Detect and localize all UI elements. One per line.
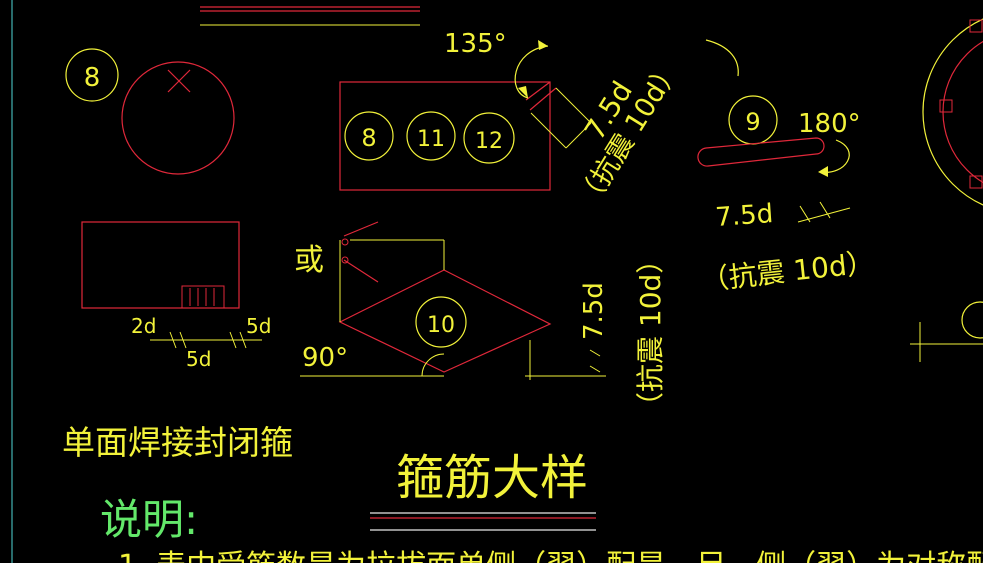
bar-9-callout: 9	[728, 95, 778, 145]
notes-title: 说明:	[100, 495, 198, 544]
angle-135-label: 135°	[444, 29, 507, 59]
angle-180-label: 180°	[798, 109, 861, 139]
top-title-underline	[200, 6, 420, 26]
dim-5d-bottom: 5d	[186, 347, 211, 371]
bar-12-in-stirrup: 12	[463, 112, 515, 164]
dim-5d-right: 5d	[246, 314, 271, 338]
bar-8-callout: 8	[65, 48, 119, 102]
dim-2d: 2d	[131, 314, 156, 338]
hook-180-detail	[697, 137, 851, 223]
svg-text:10: 10	[427, 313, 455, 338]
angle-90-label: 90°	[302, 343, 348, 373]
right-section-partial	[922, 18, 983, 206]
welded-closed-stirrup	[81, 221, 262, 349]
notes-line-1: 1. 表中受筋数是为拉拔面单侧（翌）配是，另一侧（翌）为对称配置	[118, 549, 983, 563]
stirrup-detail-underline	[370, 512, 596, 531]
svg-text:11: 11	[417, 127, 445, 152]
len-75d-label-c: 7.5d	[579, 282, 609, 340]
right-dimension-partial	[910, 301, 983, 362]
round-bar-section	[121, 61, 235, 175]
bar-8-number: 8	[84, 63, 101, 93]
stirrup-detail-title: 箍筋大样	[396, 450, 588, 506]
rect-stirrup-135	[339, 40, 592, 191]
svg-text:9: 9	[745, 108, 760, 136]
bar-10-callout: 10	[415, 296, 467, 348]
or-text: 或	[294, 243, 324, 278]
bracket-arc	[705, 39, 739, 77]
seismic-10d-label-b: （抗震 10d）	[699, 246, 876, 297]
diamond-stirrup-90	[300, 221, 606, 380]
svg-text:8: 8	[361, 124, 376, 152]
bar-11-in-stirrup: 11	[406, 111, 456, 161]
single-weld-caption: 单面焊接封闭箍	[62, 423, 293, 462]
len-75d-label-b: 7.5d	[714, 199, 774, 233]
seismic-10d-label-c: （抗震 10d）	[634, 246, 667, 420]
bar-8-in-stirrup: 8	[344, 111, 394, 161]
svg-text:12: 12	[475, 129, 503, 154]
